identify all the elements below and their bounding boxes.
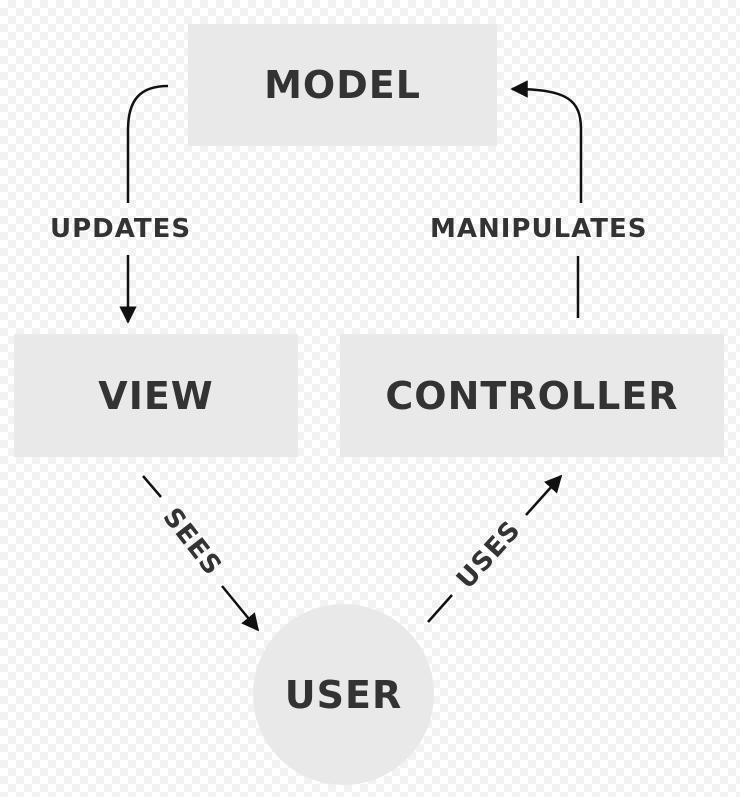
sees-arrow-lower (221, 585, 260, 632)
manipulates-label: MANIPULATES (430, 214, 648, 244)
model-label: MODEL (264, 63, 421, 107)
model-node: MODEL (188, 24, 497, 146)
controller-node: CONTROLLER (340, 334, 724, 457)
controller-label: CONTROLLER (385, 373, 679, 418)
updates-arrow-upper (126, 84, 169, 203)
user-label: USER (284, 672, 403, 717)
updates-label: UPDATES (50, 214, 192, 244)
sees-arrow-upper (142, 475, 162, 498)
manipulates-arrow-upper (510, 80, 583, 203)
user-node: USER (253, 604, 434, 785)
uses-arrow-upper (525, 474, 563, 516)
uses-arrow-lower (427, 594, 453, 623)
view-node: VIEW (14, 334, 298, 457)
view-label: VIEW (98, 373, 214, 418)
